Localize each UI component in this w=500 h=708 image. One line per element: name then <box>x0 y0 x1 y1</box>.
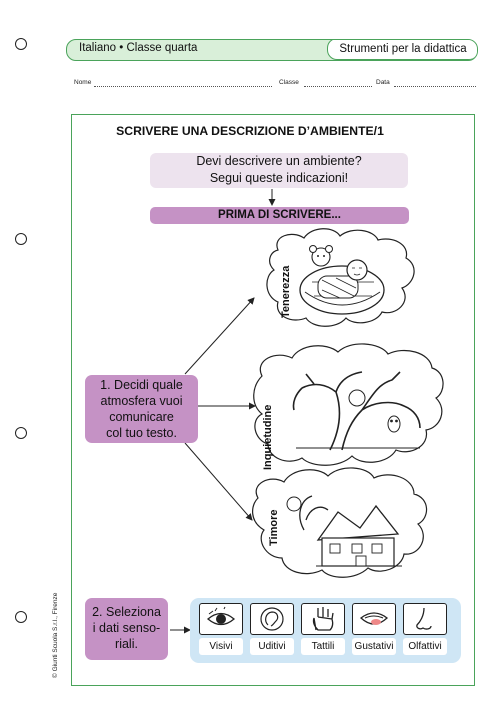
arrow-to-tenerezza <box>184 297 255 375</box>
step-2-line: i dati senso- <box>92 621 161 635</box>
binder-hole <box>15 427 27 439</box>
header-subject: Italiano • Classe quarta <box>79 42 198 54</box>
sense-visivi: Visivi <box>199 603 243 655</box>
mood-label-tenerezza: Tenerezza <box>280 265 292 318</box>
date-field[interactable] <box>394 79 476 87</box>
eye-icon <box>199 603 243 635</box>
mood-label-timore: Timore <box>268 509 280 546</box>
cloud-tenerezza <box>266 228 415 327</box>
step-1-box: 1. Decidi quale atmosfera vuoi comunicar… <box>85 375 198 443</box>
sense-olfattivi: Olfattivi <box>403 603 447 655</box>
hand-icon <box>301 603 345 635</box>
cloud-inquietudine <box>253 343 444 466</box>
sense-gustativi: Gustativi <box>352 603 396 655</box>
name-label: Nome <box>74 79 92 86</box>
sense-label: Visivi <box>199 638 243 655</box>
step-2-line: riali. <box>115 637 138 651</box>
student-fields: Nome Classe Data <box>74 79 478 89</box>
header-bar: Italiano • Classe quarta Strumenti per l… <box>66 39 478 61</box>
intro-line-2: Segui queste indicazioni! <box>209 171 349 185</box>
step-2-box: 2. Seleziona i dati senso- riali. <box>85 598 168 660</box>
step-1-line: col tuo testo. <box>106 426 177 440</box>
date-label: Data <box>376 79 390 86</box>
intro-box: Devi descrivere un ambiente? Segui quest… <box>150 153 408 188</box>
binder-hole <box>15 233 27 245</box>
step-1-line: comunicare <box>109 410 174 424</box>
mood-label-inquietudine: Inquietudine <box>262 404 274 470</box>
ear-icon <box>250 603 294 635</box>
step-2-line: 2. Seleziona <box>92 605 161 619</box>
sense-label: Uditivi <box>250 638 294 655</box>
sense-uditivi: Uditivi <box>250 603 294 655</box>
sense-label: Gustativi <box>352 638 396 655</box>
binder-hole <box>15 38 27 50</box>
step-1-line: 1. Decidi quale <box>100 378 183 392</box>
before-writing-banner: PRIMA DI SCRIVERE... <box>150 207 409 224</box>
worksheet-frame <box>71 114 475 686</box>
mouth-icon <box>352 603 396 635</box>
intro-line-1: Devi descrivere un ambiente? <box>196 154 362 168</box>
sense-tattili: Tattili <box>301 603 345 655</box>
page-title: SCRIVERE UNA DESCRIZIONE D’AMBIENTE/1 <box>116 124 384 138</box>
nose-icon <box>403 603 447 635</box>
sense-label: Tattili <box>301 638 345 655</box>
cloud-timore <box>252 467 428 578</box>
binder-hole <box>15 611 27 623</box>
header-section: Strumenti per la didattica <box>327 40 477 60</box>
step-1-line: atmosfera vuoi <box>100 394 183 408</box>
arrow-to-timore <box>184 442 253 521</box>
senses-panel: Visivi Uditivi Tattili Gustativi Olfatti… <box>190 598 461 663</box>
sense-label: Olfattivi <box>403 638 447 655</box>
copyright-note: © Giunti Scuola S.r.l., Firenze <box>52 592 59 678</box>
class-field[interactable] <box>304 79 372 87</box>
class-label: Classe <box>279 79 299 86</box>
name-field[interactable] <box>94 79 272 87</box>
